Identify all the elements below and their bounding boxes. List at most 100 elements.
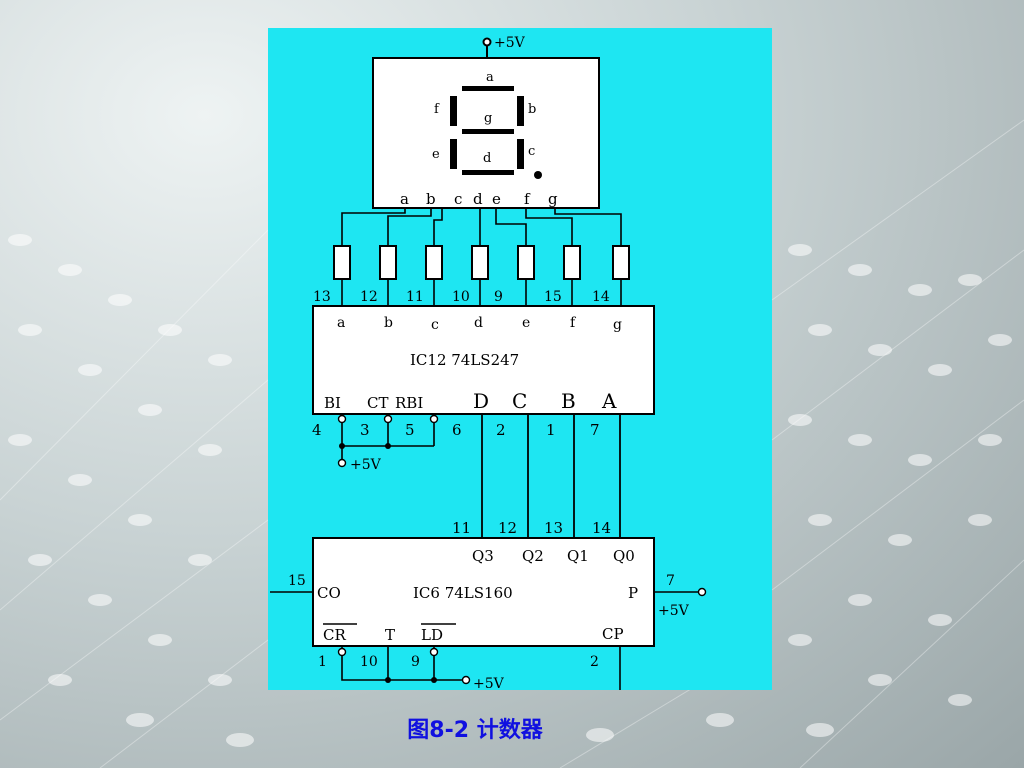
decoder-data-pins: 2 1 7 — [496, 421, 600, 439]
svg-text:A: A — [601, 389, 617, 413]
segment-bars — [450, 86, 542, 179]
svg-text:g: g — [548, 190, 558, 208]
svg-text:a: a — [337, 315, 345, 331]
svg-text:11: 11 — [406, 289, 424, 305]
svg-text:14: 14 — [592, 519, 611, 537]
resistor-c — [425, 245, 443, 280]
svg-text:e: e — [522, 315, 530, 331]
counter-p-supply: +5V — [658, 603, 690, 619]
svg-text:1: 1 — [546, 421, 556, 439]
figure-title: 计数器 — [476, 718, 543, 743]
counter-co-label: CO — [317, 584, 341, 602]
segment-labels: a b c d e f g — [432, 70, 536, 166]
decoder-data-labels: D C B A — [473, 389, 617, 413]
svg-text:Q3: Q3 — [472, 547, 494, 565]
counter-ld-label: LD — [421, 626, 443, 644]
segment-label-a: a — [486, 70, 494, 85]
svg-text:4: 4 — [312, 421, 322, 439]
counter-co-pin: 15 — [288, 573, 306, 589]
svg-text:d: d — [474, 315, 483, 331]
segment-label-c: c — [528, 144, 535, 159]
svg-text:RBI: RBI — [395, 394, 423, 412]
display-to-resistor-wires — [341, 208, 622, 246]
svg-text:12: 12 — [360, 289, 378, 305]
svg-text:9: 9 — [494, 289, 503, 305]
svg-text:10: 10 — [360, 654, 378, 670]
svg-text:Q0: Q0 — [613, 547, 635, 565]
segment-label-b: b — [528, 102, 536, 117]
svg-text:2: 2 — [590, 654, 599, 670]
svg-text:12: 12 — [498, 519, 517, 537]
svg-text:b: b — [426, 190, 436, 208]
svg-text:B: B — [561, 389, 576, 413]
svg-text:e: e — [492, 190, 501, 208]
svg-text:C: C — [512, 389, 527, 413]
svg-text:14: 14 — [592, 289, 610, 305]
svg-text:5: 5 — [405, 421, 415, 439]
counter-bottom-pins: 1 10 9 2 — [318, 654, 599, 670]
decoder-supply-label: +5V — [350, 457, 382, 473]
segment-b — [517, 96, 524, 126]
resistor-array — [333, 245, 630, 280]
segment-d — [462, 170, 514, 175]
svg-text:f: f — [570, 315, 577, 331]
decimal-point — [534, 171, 542, 179]
svg-text:c: c — [454, 190, 462, 208]
decoder-control-labels: BI CT RBI — [324, 394, 423, 412]
counter-junctions — [385, 677, 437, 683]
decoder-title: IC12 74LS247 — [410, 351, 519, 369]
bcd-data-bus — [481, 414, 621, 538]
segment-f — [450, 96, 457, 126]
decoder-control-terminals — [337, 414, 439, 468]
svg-text:D: D — [473, 389, 489, 413]
svg-text:1: 1 — [318, 654, 327, 670]
counter-p-label: P — [628, 584, 638, 602]
segment-label-d: d — [483, 151, 491, 166]
counter-cp-label: CP — [602, 625, 624, 643]
figure-number: 图8-2 — [407, 718, 470, 743]
svg-text:a: a — [400, 190, 409, 208]
svg-text:b: b — [384, 315, 393, 331]
svg-text:c: c — [431, 317, 439, 333]
seven-segment-display: +5V a b c d e f g a b c d e f — [372, 35, 600, 209]
counter-bottom-terminals — [337, 647, 471, 685]
counter-output-labels: Q3 Q2 Q1 Q0 — [472, 547, 635, 565]
segment-e — [450, 139, 457, 169]
svg-text:13: 13 — [313, 289, 331, 305]
svg-text:10: 10 — [452, 289, 470, 305]
counter-cr-label: CR — [323, 626, 346, 644]
background-lines — [0, 119, 1024, 768]
svg-text:d: d — [473, 190, 483, 208]
svg-text:9: 9 — [411, 654, 420, 670]
segment-a — [462, 86, 514, 91]
svg-text:11: 11 — [452, 519, 471, 537]
counter-bottom-supply: +5V — [473, 676, 505, 690]
svg-text:13: 13 — [544, 519, 563, 537]
counter-p-pin: 7 — [666, 573, 675, 589]
decoder-control-pins: 4 3 5 6 — [312, 421, 462, 439]
resistor-b — [379, 245, 397, 280]
segment-label-g: g — [484, 111, 492, 126]
svg-text:7: 7 — [590, 421, 600, 439]
display-pin-letters: a b c d e f g — [400, 190, 558, 208]
background-dots — [8, 234, 1012, 747]
segment-label-f: f — [434, 102, 440, 117]
svg-text:2: 2 — [496, 421, 506, 439]
decoder-output-pins: 13 12 11 10 9 15 14 — [313, 289, 610, 305]
svg-text:6: 6 — [452, 421, 462, 439]
segment-label-e: e — [432, 147, 440, 162]
counter-circuit-diagram: +5V a b c d e f g a b c d e f — [270, 35, 707, 690]
svg-text:Q2: Q2 — [522, 547, 544, 565]
counter-t-label: T — [385, 626, 395, 644]
svg-text:Q1: Q1 — [567, 547, 589, 565]
resistor-g — [612, 245, 630, 280]
segment-g — [462, 129, 514, 134]
svg-text:15: 15 — [544, 289, 562, 305]
resistor-to-decoder-wires — [341, 279, 622, 306]
svg-text:3: 3 — [360, 421, 370, 439]
decoder-ic12: 13 12 11 10 9 15 14 a b c d e f g IC12 7… — [312, 289, 655, 473]
figure-caption: 图8-2 计数器 — [0, 712, 1024, 744]
display-supply-label: +5V — [494, 35, 526, 51]
decoder-output-labels: a b c d e f g — [337, 315, 622, 333]
